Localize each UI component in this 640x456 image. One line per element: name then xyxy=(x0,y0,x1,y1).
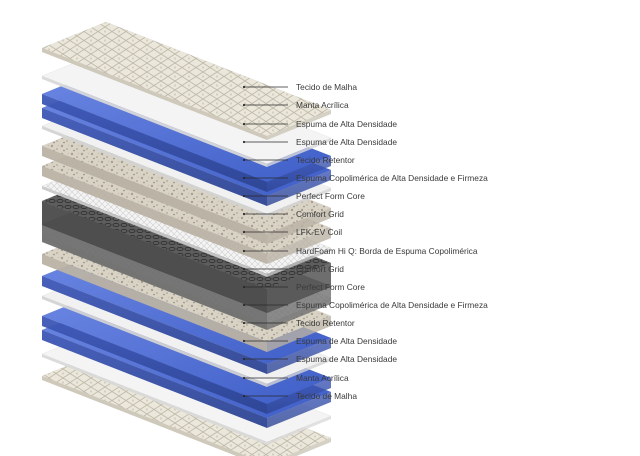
layer-label: Manta Acrílica xyxy=(296,373,349,383)
leader-dot xyxy=(242,267,246,271)
layer-label: Espuma Copolimérica de Alta Densidade e … xyxy=(296,300,488,310)
callout: LFK-EV Coil xyxy=(242,227,342,237)
layer-side-face xyxy=(267,156,331,192)
leader-dot xyxy=(242,194,246,198)
leader-dot xyxy=(242,85,246,89)
layer-label: Espuma de Alta Densidade xyxy=(296,354,397,364)
layer-front-face xyxy=(42,126,267,217)
callout: Tecido Retentor xyxy=(242,318,355,328)
layer-front-face xyxy=(42,276,267,374)
layer-side-face xyxy=(267,248,331,277)
layer-side-face xyxy=(286,438,331,456)
layer-front-face xyxy=(42,166,267,264)
layer-stack xyxy=(41,21,332,456)
layer-side-face xyxy=(267,188,331,217)
layer-side-face xyxy=(267,338,331,374)
layer-side-face xyxy=(267,392,331,428)
layer-label: Espuma de Alta Densidade xyxy=(296,336,397,346)
layer-label: HardFoam Hi Q: Borda de Espuma Copolimér… xyxy=(296,246,478,256)
leader-dot xyxy=(242,394,246,398)
callout: Perfect Form Core xyxy=(242,282,365,292)
callout: Espuma Copolimérica de Alta Densidade e … xyxy=(242,173,488,183)
layer-front-face xyxy=(42,76,267,167)
leader-dot xyxy=(242,285,246,289)
layer-front-face xyxy=(42,94,267,192)
layer-label: Comfort Grid xyxy=(296,209,344,219)
leader-dot xyxy=(242,357,246,361)
callout: Tecido de Malha xyxy=(242,82,357,92)
callout: Espuma de Alta Densidade xyxy=(242,119,397,129)
leader-dot xyxy=(242,303,246,307)
callout: HardFoam Hi Q: Borda de Espuma Copolimér… xyxy=(242,246,478,256)
layer-side-face xyxy=(267,208,331,244)
callout: Comfort Grid xyxy=(242,209,344,219)
leader-dot xyxy=(242,249,246,253)
callout: Espuma de Alta Densidade xyxy=(242,336,397,346)
callout: Espuma Copolimérica de Alta Densidade e … xyxy=(242,300,488,310)
callout: Manta Acrílica xyxy=(242,373,349,383)
layer-label: Tecido Retentor xyxy=(296,318,355,328)
layer-label: Tecido de Malha xyxy=(296,82,357,92)
leader-dot xyxy=(242,176,246,180)
layer-quilted-fabric xyxy=(41,21,332,140)
leader-dot xyxy=(242,103,246,107)
leader-dot xyxy=(242,376,246,380)
leader-dot xyxy=(242,321,246,325)
leader-dot xyxy=(242,122,246,126)
layer-side-face xyxy=(267,378,331,414)
layer-label: Perfect Form Core xyxy=(296,191,365,201)
layer-label: Perfect Form Core xyxy=(296,282,365,292)
leader-dot xyxy=(242,158,246,162)
layer-front-face xyxy=(42,316,267,414)
callout: Comfort Grid xyxy=(242,264,344,274)
leader-dot xyxy=(242,339,246,343)
layer-side-face xyxy=(267,263,331,313)
layer-label: Tecido Retentor xyxy=(296,155,355,165)
layer-label: Comfort Grid xyxy=(296,264,344,274)
layer-label: Espuma Copolimérica de Alta Densidade e … xyxy=(296,173,488,183)
layer-front-face xyxy=(42,201,267,313)
layer-front-face xyxy=(42,48,267,140)
layer-front-face xyxy=(42,354,267,445)
layer-front-face xyxy=(42,254,267,352)
layer-front-face xyxy=(42,376,247,456)
layer-side-face xyxy=(267,170,331,206)
layer-label: Manta Acrílica xyxy=(296,100,349,110)
callout: Espuma de Alta Densidade xyxy=(242,354,397,364)
callout: Manta Acrílica xyxy=(242,100,349,110)
layer-side-face xyxy=(267,316,331,352)
layer-label: Espuma de Alta Densidade xyxy=(296,137,397,147)
layer-side-face xyxy=(267,286,331,330)
leader-dot xyxy=(242,140,246,144)
layer-front-face xyxy=(42,146,267,244)
layer-side-face xyxy=(267,416,331,445)
layer-side-face xyxy=(267,228,331,264)
layer-front-face xyxy=(42,330,267,428)
layer-label: Tecido de Malha xyxy=(296,391,357,401)
layer-label: Espuma de Alta Densidade xyxy=(296,119,397,129)
layer-front-face xyxy=(42,108,267,206)
leader-dot xyxy=(242,230,246,234)
layer-side-face xyxy=(267,358,331,387)
layer-front-face xyxy=(42,186,267,277)
callout: Tecido Retentor xyxy=(242,155,355,165)
callout: Tecido de Malha xyxy=(242,391,357,401)
layer-front-face xyxy=(42,296,267,387)
callout: Perfect Form Core xyxy=(242,191,365,201)
layer-side-face xyxy=(267,110,331,140)
layer-front-face xyxy=(42,224,267,330)
leader-dot xyxy=(242,212,246,216)
callout: Espuma de Alta Densidade xyxy=(242,137,397,147)
layer-label: LFK-EV Coil xyxy=(296,227,342,237)
